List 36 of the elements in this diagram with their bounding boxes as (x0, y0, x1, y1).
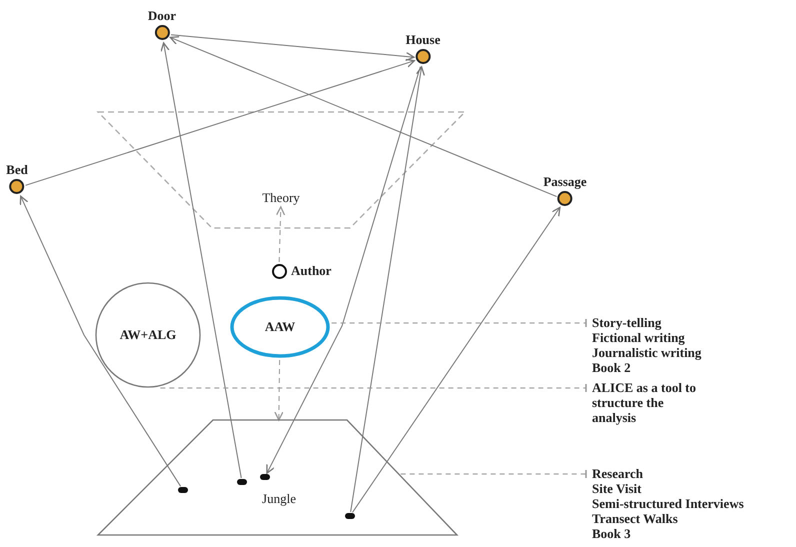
arrow (25, 58, 416, 186)
note-text: Site Visit (592, 481, 642, 496)
note-text: Story-telling (592, 315, 662, 330)
arrow (20, 196, 182, 487)
point-marker (345, 513, 355, 519)
dashed-connector (331, 318, 587, 328)
area-label: Jungle (262, 491, 296, 506)
note-text: Book 2 (592, 360, 632, 375)
point-marker (237, 479, 247, 485)
dashed-arrow (276, 206, 286, 262)
arrow (352, 206, 561, 513)
place-label: Bed (6, 161, 28, 179)
note-text: Journalistic writing (592, 345, 702, 360)
note-text: Research (592, 466, 644, 481)
dashed-connector (160, 383, 587, 393)
arrow (170, 36, 558, 198)
note-text: Transect Walks (592, 511, 679, 526)
arrow (350, 66, 425, 512)
node-label: AAW (264, 318, 296, 336)
place-label: Passage (543, 173, 587, 191)
arrow (160, 42, 242, 478)
arrow (170, 34, 415, 62)
node-label: AW+ALG (120, 326, 176, 344)
place-label: Door (148, 7, 176, 25)
point-marker (260, 474, 270, 480)
note-text: Semi-structured Interviews (592, 496, 744, 511)
note-text: Book 3 (592, 526, 632, 541)
dashed-connector (400, 469, 587, 479)
note-text: Fictional writing (592, 330, 686, 345)
node-label: Author (291, 262, 332, 280)
note-text: ALICE as a tool to structure the analysis (592, 380, 698, 425)
dashed-arrow (274, 360, 284, 421)
arrow (266, 66, 421, 474)
point-marker (178, 487, 188, 493)
area-label: Theory (262, 190, 300, 205)
place-label: House (406, 31, 440, 49)
